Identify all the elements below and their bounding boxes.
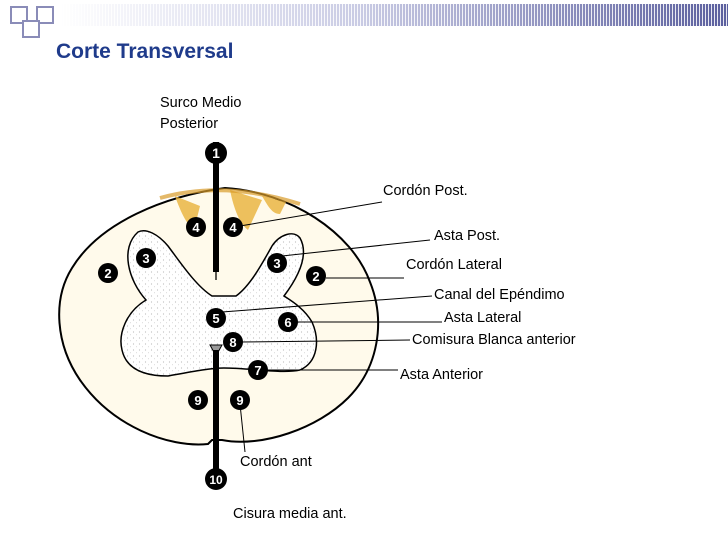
marker-5: 5	[206, 308, 226, 328]
header-square-decoration	[10, 6, 28, 24]
marker-1: 1	[205, 142, 227, 164]
label-comisura: Comisura Blanca anterior	[412, 332, 576, 348]
marker-2-right: 2	[306, 266, 326, 286]
header-stripe	[60, 4, 728, 26]
marker-3-right: 3	[267, 253, 287, 273]
svg-text:2: 2	[104, 266, 111, 281]
label-surco-medio-line2: Posterior	[160, 116, 219, 132]
line-cordon-post	[239, 201, 383, 227]
marker-1-pin	[213, 142, 219, 272]
svg-text:9: 9	[194, 393, 201, 408]
marker-4-left: 4	[186, 217, 206, 237]
svg-text:3: 3	[142, 251, 149, 266]
label-cisura: Cisura media ant.	[233, 506, 347, 522]
header-square-decoration	[36, 6, 54, 24]
slide-title: Corte Transversal	[56, 40, 234, 63]
label-cordon-lateral: Cordón Lateral	[406, 257, 502, 273]
header-square-decoration	[22, 20, 40, 38]
label-surco-medio-line1: Surco Medio	[160, 95, 242, 111]
marker-9-right: 9	[230, 390, 250, 410]
line-asta-post	[281, 239, 431, 257]
label-cordon-ant: Cordón ant	[240, 454, 312, 470]
marker-10: 10	[205, 468, 227, 490]
svg-text:10: 10	[209, 473, 223, 487]
svg-text:5: 5	[212, 311, 219, 326]
marker-10-pin	[213, 350, 219, 480]
svg-text:9: 9	[236, 393, 243, 408]
svg-text:2: 2	[312, 269, 319, 284]
line-cordon-ant	[239, 403, 246, 453]
label-asta-post: Asta Post.	[434, 228, 501, 244]
svg-text:7: 7	[254, 363, 261, 378]
dorsal-band	[159, 188, 301, 206]
svg-text:3: 3	[273, 256, 280, 271]
svg-text:6: 6	[284, 315, 291, 330]
marker-3-left: 3	[136, 248, 156, 268]
line-canal	[221, 295, 433, 313]
marker-7: 7	[248, 360, 268, 380]
marker-9-left: 9	[188, 390, 208, 410]
svg-text:4: 4	[229, 220, 237, 235]
line-comisura	[239, 339, 411, 343]
label-asta-lateral: Asta Lateral	[444, 310, 522, 326]
pointer-lines	[221, 201, 442, 453]
svg-text:4: 4	[192, 220, 200, 235]
label-cordon-post: Cordón Post.	[383, 183, 468, 199]
label-canal-ependimo: Canal del Epéndimo	[434, 287, 565, 303]
marker-6: 6	[278, 312, 298, 332]
marker-4-right: 4	[223, 217, 243, 237]
svg-text:1: 1	[212, 145, 220, 161]
marker-2-left: 2	[98, 263, 118, 283]
svg-text:8: 8	[229, 335, 236, 350]
dorsal-highlight	[175, 190, 286, 230]
marker-8: 8	[223, 332, 243, 352]
label-asta-anterior: Asta Anterior	[400, 367, 484, 383]
